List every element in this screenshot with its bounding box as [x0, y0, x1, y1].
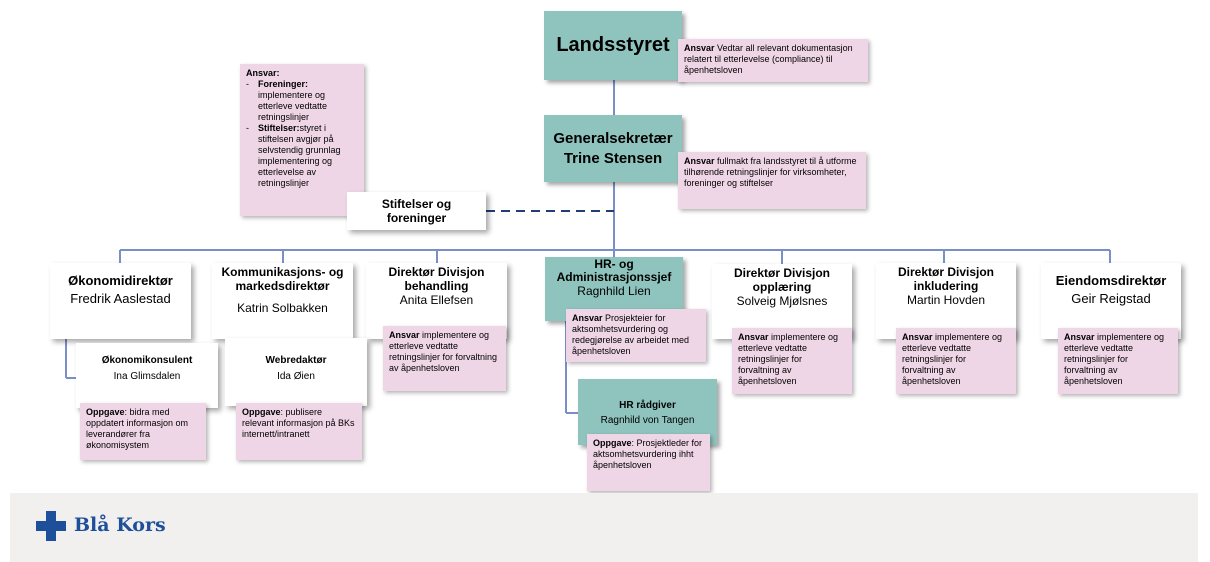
note-label: Ansvar [684, 156, 715, 166]
note-text: : bidra med oppdatert informasjon om lev… [86, 407, 189, 450]
webredaktor-box: Webredaktør Ida Øien [225, 338, 367, 406]
gensek-box: Generalsekretær Trine Stensen [544, 115, 682, 182]
behandling-note: Ansvar implementere og etterleve vedtatt… [383, 326, 506, 391]
note-label: Ansvar [572, 313, 603, 323]
gensek-note: Ansvar fullmakt fra landsstyret til å ut… [678, 152, 866, 209]
note-text: implementere og etterleve vedtatte retni… [389, 330, 498, 373]
director-inkludering: Direktør Divisjon inkludering Martin Hov… [876, 263, 1016, 339]
director-name: Martin Hovden [906, 293, 986, 307]
hr-note: Ansvar Prosjekteier for aktsomhetsvurder… [566, 309, 706, 362]
okonomikonsulent-note: Oppgave: bidra med oppdatert informasjon… [80, 403, 206, 460]
stiftelser-title: Stiftelser og foreninger [381, 197, 452, 225]
director-name: Anita Ellefsen [399, 293, 474, 307]
note-label: Oppgave [86, 407, 125, 417]
stiftelser-note: Ansvar: Foreninger: implementere og ette… [240, 64, 364, 216]
director-okonomi: Økonomidirektør Fredrik Aaslestad [50, 263, 191, 339]
gensek-name: Trine Stensen [563, 149, 663, 167]
note-text: fullmakt fra landsstyret til å utforme t… [684, 156, 857, 188]
note-label: Ansvar [902, 332, 933, 342]
opplaering-note: Ansvar implementere og etterleve vedtatt… [732, 328, 852, 394]
sub-name: Ragnhild von Tangen [600, 415, 695, 426]
note-label: Oppgave [593, 438, 632, 448]
okonomikonsulent-box: Økonomikonsulent Ina Glimsdalen [76, 343, 218, 408]
director-title: Direktør Divisjon inkludering [897, 265, 995, 293]
gensek-title: Generalsekretær [553, 129, 673, 147]
stiftelser-box: Stiftelser og foreninger [347, 192, 486, 230]
landsstyret-title: Landsstyret [556, 34, 670, 56]
director-eiendom: Eiendomsdirektør Geir Reigstad [1041, 263, 1181, 339]
note-text: implementere og etterleve vedtatte retni… [738, 332, 839, 386]
cross-icon [36, 511, 66, 541]
eiendom-note: Ansvar implementere og etterleve vedtatt… [1058, 328, 1178, 394]
director-name: Solveig Mjølsnes [736, 294, 828, 308]
director-title: Direktør Divisjon behandling [388, 265, 485, 293]
sub-title: HR rådgiver [619, 400, 676, 411]
sub-title: Webredaktør [265, 355, 327, 366]
director-opplaering: Direktør Divisjon opplæring Solveig Mjøl… [712, 264, 852, 339]
director-kommunikasjon: Kommunikasjons- og markedsdirektør Katri… [212, 263, 353, 339]
director-title: HR- og Administrasjonssjef [556, 257, 672, 284]
note-text: : publisere relevant informasjon på BKs … [242, 407, 355, 439]
director-name: Ragnhild Lien [577, 284, 651, 298]
note-label: Ansvar [738, 332, 769, 342]
director-name: Geir Reigstad [1071, 291, 1151, 306]
note-label: Ansvar [389, 330, 420, 340]
director-title: Økonomidirektør [68, 273, 173, 288]
note-text: : Prosjektleder for aktsomhetsvurdering … [593, 438, 703, 470]
sub-name: Ida Øien [277, 371, 315, 382]
sub-title: Økonomikonsulent [101, 355, 193, 366]
hr-radgiver-note: Oppgave: Prosjektleder for aktsomhetsvur… [587, 434, 710, 491]
note-label: Ansvar [1064, 332, 1095, 342]
note-text: implementere og etterleve vedtatte retni… [902, 332, 1003, 386]
logo-text: Blå Kors [74, 514, 166, 536]
landsstyret-note: Ansvar Vedtar all relevant dokumentasjon… [678, 39, 868, 82]
sub-name: Ina Glimsdalen [113, 371, 181, 382]
note-item-foreninger: Foreninger: implementere og etterleve ve… [246, 79, 358, 123]
director-name: Fredrik Aaslestad [70, 291, 171, 306]
director-title: Eiendomsdirektør [1055, 273, 1167, 288]
inkludering-note: Ansvar implementere og etterleve vedtatt… [896, 328, 1016, 394]
note-text: implementere og etterleve vedtatte retni… [1064, 332, 1165, 386]
director-name: Katrin Solbakken [237, 301, 328, 315]
landsstyret-box: Landsstyret [544, 11, 682, 80]
note-label: Ansvar: [246, 68, 280, 78]
note-label: Oppgave [242, 407, 281, 417]
note-text: Prosjekteier for aktsomhetsvurdering og … [572, 313, 690, 356]
director-title: Kommunikasjons- og markedsdirektør [221, 265, 344, 293]
webredaktor-note: Oppgave: publisere relevant informasjon … [236, 403, 362, 460]
note-label: Ansvar [684, 43, 715, 53]
footer-band [10, 493, 1198, 562]
director-title: Direktør Divisjon opplæring [733, 266, 831, 294]
note-item-stiftelser: Stiftelser:styret i stiftelsen avgjør på… [246, 123, 358, 189]
note-text: Vedtar all relevant dokumentasjon relate… [684, 43, 853, 75]
